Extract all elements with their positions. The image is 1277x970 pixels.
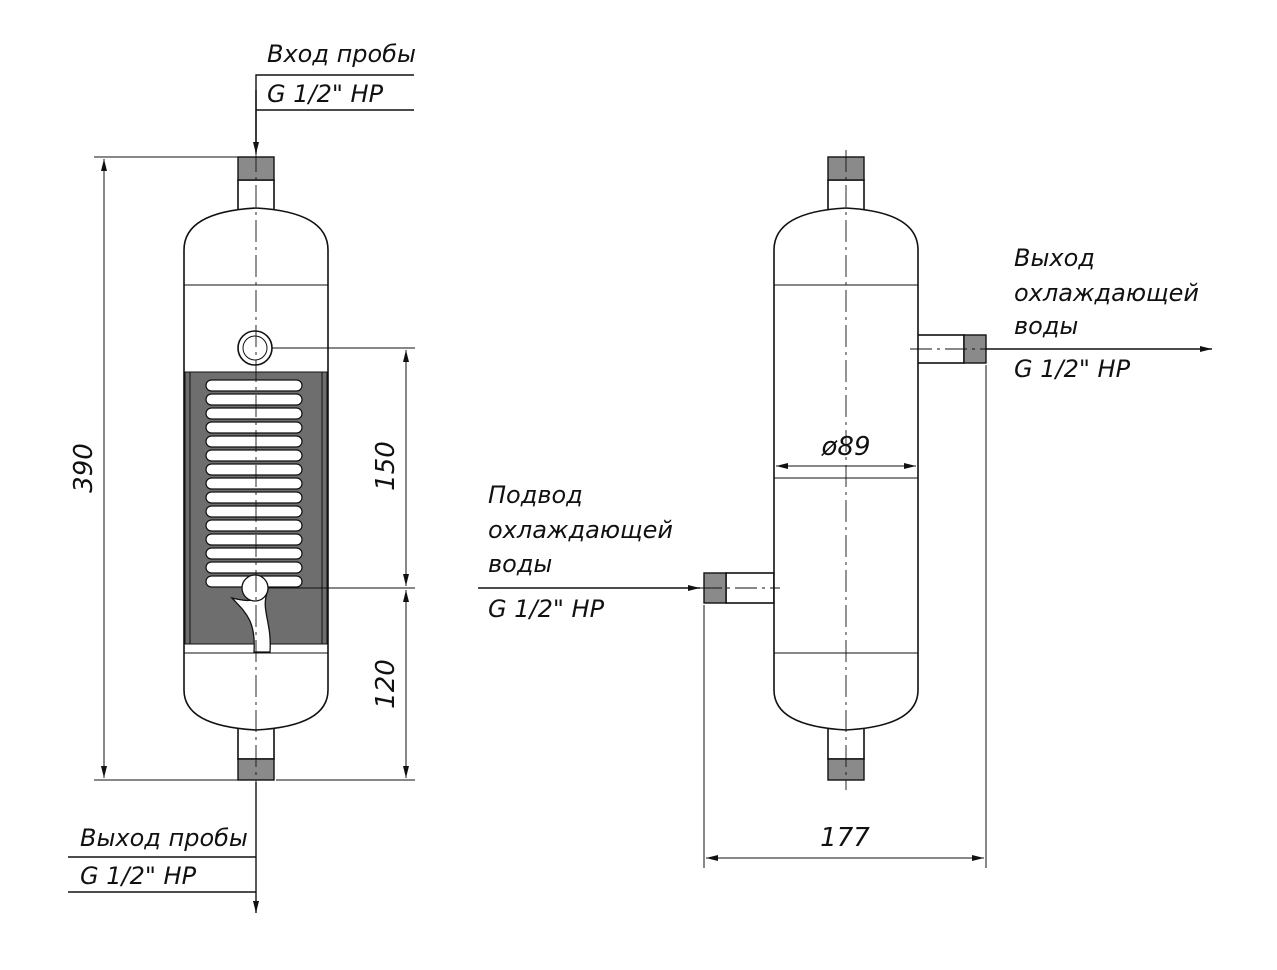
cooling-inlet-label-2: охлаждающей — [488, 516, 673, 544]
coil-turn — [205, 477, 303, 490]
cooling-inlet-port-left — [241, 574, 269, 602]
coil-turn — [205, 463, 303, 476]
cooling-outlet-label-3: воды — [1014, 312, 1078, 340]
dim-port-spacing: 150 120 — [268, 347, 415, 781]
sample-outlet-label: Выход пробы — [80, 824, 248, 852]
dim-width: 177 — [703, 365, 987, 868]
coil-turn — [205, 435, 303, 448]
dim-diameter-value: ø89 — [821, 432, 871, 462]
coil-turn — [205, 505, 303, 518]
coil-turn — [205, 491, 303, 504]
coil-turn — [205, 407, 303, 420]
dim-upper-span-value: 150 — [371, 441, 401, 491]
dim-total-height: 390 — [69, 156, 240, 781]
cooling-coil — [205, 379, 303, 588]
cooling-inlet-label-3: воды — [488, 550, 552, 578]
cooling-outlet-label-1: Выход — [1014, 244, 1095, 272]
sample-inlet-thread: G 1/2" НР — [267, 80, 384, 108]
right-view: ø89 177 Выход охлаждающей воды G 1/2" НР… — [478, 150, 1212, 868]
coil-turn — [205, 519, 303, 532]
dim-lower-span-value: 120 — [371, 659, 401, 709]
cooling-outlet-label-2: охлаждающей — [1014, 279, 1199, 307]
coil-turn — [205, 379, 303, 392]
coil-turn — [205, 393, 303, 406]
cooling-outlet-port-left — [237, 330, 273, 366]
coil-turn — [205, 561, 303, 574]
coil-turn — [205, 533, 303, 546]
cooling-inlet-label-1: Подвод — [488, 481, 583, 509]
cooling-inlet-thread: G 1/2" НР — [488, 595, 605, 623]
sample-outlet-thread: G 1/2" НР — [80, 862, 197, 890]
coil-turn — [205, 547, 303, 560]
left-view: Вход пробы G 1/2" НР Выход пробы G 1/2" … — [68, 40, 416, 913]
dim-diameter: ø89 — [776, 432, 916, 469]
dim-total-height-value: 390 — [69, 443, 99, 493]
dim-width-value: 177 — [820, 823, 870, 853]
cooling-outlet-thread: G 1/2" НР — [1014, 355, 1131, 383]
coil-turn — [205, 449, 303, 462]
coil-turn — [205, 421, 303, 434]
sample-inlet-label: Вход пробы — [267, 40, 416, 68]
